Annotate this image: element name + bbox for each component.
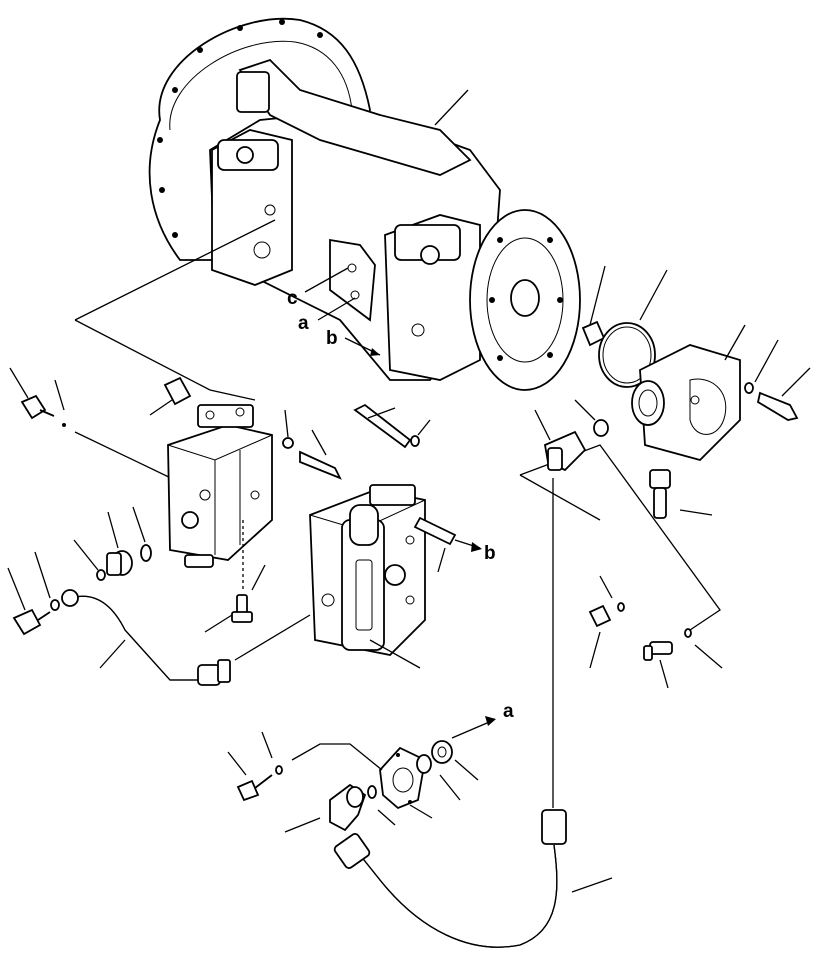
pilot-tube-left bbox=[61, 589, 231, 686]
bolt-with-washer-center bbox=[282, 409, 342, 480]
plug-and-seals bbox=[73, 506, 152, 581]
plug-right-bottom bbox=[588, 575, 625, 669]
bolt-long-center bbox=[353, 403, 431, 449]
a-arrow-bottom bbox=[451, 716, 496, 739]
callout-b-main: b bbox=[326, 328, 338, 349]
main-assembly-leaders bbox=[304, 89, 469, 356]
oring-small-right bbox=[574, 399, 609, 437]
callout-a-main: a bbox=[298, 313, 309, 334]
gear-pump-cover bbox=[631, 324, 746, 462]
bolt-upper-left bbox=[9, 367, 66, 427]
split-flange bbox=[367, 740, 479, 826]
pressure-sensor bbox=[649, 469, 713, 519]
check-valve-small bbox=[204, 520, 311, 661]
hose-assembly bbox=[333, 478, 613, 948]
bolt-lower-left bbox=[7, 551, 60, 636]
valve-block-left bbox=[167, 404, 273, 568]
b-arrow-valve bbox=[413, 516, 482, 573]
valve-block-center bbox=[309, 484, 426, 669]
elbow-fitting bbox=[534, 409, 587, 472]
fitting-right-bottom bbox=[643, 628, 723, 689]
main-pump-assembly bbox=[148, 17, 581, 391]
callout-a-bottom: a bbox=[503, 701, 514, 722]
flange-bolt bbox=[227, 731, 383, 802]
callout-c-main: c bbox=[287, 288, 298, 309]
elbow-fitting-bottom bbox=[284, 783, 367, 833]
bolt-right bbox=[744, 339, 811, 421]
dowel-pin bbox=[149, 376, 192, 416]
callout-b-valve: b bbox=[484, 543, 496, 564]
